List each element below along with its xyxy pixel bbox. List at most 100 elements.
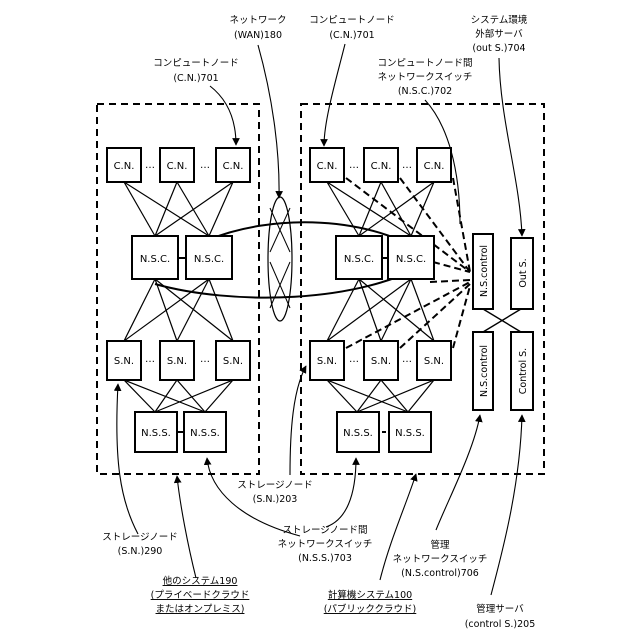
nss-switch: N.S.S. [389, 412, 431, 452]
right-sn-group: S.N. S.N. S.N. … … [310, 341, 451, 380]
cn-node: C.N. [216, 148, 250, 182]
ellipsis: … [349, 354, 359, 365]
nscontrol-switch: N.S.control [473, 234, 493, 309]
nss-switch: N.S.S. [135, 412, 177, 452]
svg-text:(パブリッククラウド): (パブリッククラウド) [324, 603, 417, 615]
svg-text:ストレージノード: ストレージノード [102, 532, 178, 543]
caption-nsc: コンピュートノード間 ネットワークスイッチ (N.S.C.)702 [377, 58, 472, 97]
svg-text:S.N.: S.N. [424, 356, 444, 367]
caption-sn203: ストレージノード (S.N.)203 [237, 480, 313, 505]
svg-text:コンピュートノード間: コンピュートノード間 [377, 58, 472, 69]
caption-sn290: ストレージノード (S.N.)290 [102, 532, 178, 557]
nsc-switch: N.S.C. [388, 236, 434, 279]
svg-text:ネットワークスイッチ: ネットワークスイッチ [393, 554, 488, 565]
sn-node: S.N. [107, 341, 141, 380]
svg-text:S.N.: S.N. [223, 356, 243, 367]
nsc-switch: N.S.C. [336, 236, 382, 279]
caption-cn-left: コンピュートノード (C.N.)701 [153, 58, 239, 84]
cn-node: C.N. [417, 148, 451, 182]
svg-text:N.S.C.: N.S.C. [344, 254, 374, 265]
svg-text:またはオンプレミス): またはオンプレミス) [156, 604, 245, 615]
nsc-switch: N.S.C. [132, 236, 178, 279]
svg-text:S.N.: S.N. [114, 356, 134, 367]
nscontrol-switch: N.S.control [473, 332, 493, 410]
right-cn-group: C.N. C.N. C.N. … … [310, 148, 451, 182]
left-wiring [124, 182, 233, 432]
caption-out-server: システム環境 外部サーバ (out S.)704 [471, 14, 528, 54]
svg-text:N.S.C.: N.S.C. [396, 254, 426, 265]
svg-text:ストレージノード: ストレージノード [237, 480, 313, 491]
svg-text:(C.N.)701: (C.N.)701 [173, 73, 218, 84]
svg-text:(S.N.)290: (S.N.)290 [118, 546, 163, 557]
svg-text:(S.N.)203: (S.N.)203 [253, 494, 298, 505]
out-server: Out S. [511, 238, 533, 309]
caption-other-system: 他のシステム190 (プライベードクラウド またはオンプレミス) [151, 575, 250, 615]
svg-text:コンピュートノード: コンピュートノード [153, 58, 239, 69]
svg-text:(control S.)205: (control S.)205 [465, 619, 536, 630]
svg-text:N.S.S.: N.S.S. [141, 428, 171, 439]
svg-text:S.N.: S.N. [371, 356, 391, 367]
svg-text:N.S.C.: N.S.C. [194, 254, 224, 265]
sn-node: S.N. [364, 341, 398, 380]
cn-node: C.N. [107, 148, 141, 182]
nss-switch: N.S.S. [184, 412, 226, 452]
ellipsis: … [145, 160, 155, 171]
svg-text:ストレージノード間: ストレージノード間 [282, 525, 367, 536]
svg-text:N.S.control: N.S.control [479, 345, 490, 397]
svg-text:Out S.: Out S. [518, 258, 529, 287]
caption-nscontrol: 管理 ネットワークスイッチ (N.S.control)706 [393, 539, 488, 579]
svg-text:(プライベードクラウド: (プライベードクラウド [151, 590, 250, 601]
cn-node: C.N. [310, 148, 344, 182]
svg-text:C.N.: C.N. [167, 161, 188, 172]
cn-node: C.N. [364, 148, 398, 182]
svg-text:C.N.: C.N. [424, 161, 445, 172]
ellipsis: … [402, 160, 412, 171]
svg-text:N.S.S.: N.S.S. [190, 428, 220, 439]
nss-switch: N.S.S. [337, 412, 379, 452]
leader-lines [117, 44, 522, 595]
svg-text:C.N.: C.N. [223, 161, 244, 172]
management-column: N.S.control N.S.control Out S. Control S… [473, 234, 533, 410]
svg-text:C.N.: C.N. [317, 161, 338, 172]
svg-text:(WAN)180: (WAN)180 [234, 30, 282, 41]
svg-text:C.N.: C.N. [114, 161, 135, 172]
sn-node: S.N. [310, 341, 344, 380]
ellipsis: … [200, 160, 210, 171]
caption-public-system: 計算機システム100 (パブリッククラウド) [324, 589, 417, 615]
svg-text:(N.S.control)706: (N.S.control)706 [401, 568, 479, 579]
svg-text:(N.S.C.)702: (N.S.C.)702 [398, 86, 452, 97]
caption-cn-top: コンピュートノード (C.N.)701 [309, 15, 395, 41]
sn-node: S.N. [216, 341, 250, 380]
svg-text:ネットワーク: ネットワーク [229, 15, 286, 26]
svg-text:他のシステム190: 他のシステム190 [163, 575, 238, 587]
left-cn-group: C.N. C.N. C.N. … … [107, 148, 250, 182]
svg-text:ネットワークスイッチ: ネットワークスイッチ [378, 72, 473, 83]
svg-text:Control S.: Control S. [518, 348, 529, 394]
svg-text:(out S.)704: (out S.)704 [472, 43, 525, 54]
svg-text:N.S.control: N.S.control [479, 245, 490, 297]
ellipsis: … [402, 354, 412, 365]
ellipsis: … [145, 354, 155, 365]
svg-text:N.S.S.: N.S.S. [343, 428, 373, 439]
caption-wan: ネットワーク (WAN)180 [229, 15, 286, 41]
svg-text:コンピュートノード: コンピュートノード [309, 15, 395, 26]
sn-node: S.N. [160, 341, 194, 380]
svg-text:C.N.: C.N. [371, 161, 392, 172]
svg-text:システム環境: システム環境 [471, 14, 528, 26]
svg-text:管理: 管理 [430, 539, 450, 551]
wan-cloud [268, 197, 292, 321]
svg-text:外部サーバ: 外部サーバ [475, 28, 523, 40]
control-server: Control S. [511, 332, 533, 410]
caption-control-server: 管理サーバ (control S.)205 [465, 603, 536, 630]
svg-text:ネットワークスイッチ: ネットワークスイッチ [278, 539, 373, 550]
svg-text:(C.N.)701: (C.N.)701 [329, 30, 374, 41]
svg-text:S.N.: S.N. [317, 356, 337, 367]
svg-text:管理サーバ: 管理サーバ [476, 603, 524, 615]
svg-text:計算機システム100: 計算機システム100 [328, 589, 412, 601]
cn-node: C.N. [160, 148, 194, 182]
left-sn-group: S.N. S.N. S.N. … … [107, 341, 250, 380]
svg-text:S.N.: S.N. [167, 356, 187, 367]
nsc-switch: N.S.C. [186, 236, 232, 279]
ellipsis: … [349, 160, 359, 171]
ellipsis: … [200, 354, 210, 365]
